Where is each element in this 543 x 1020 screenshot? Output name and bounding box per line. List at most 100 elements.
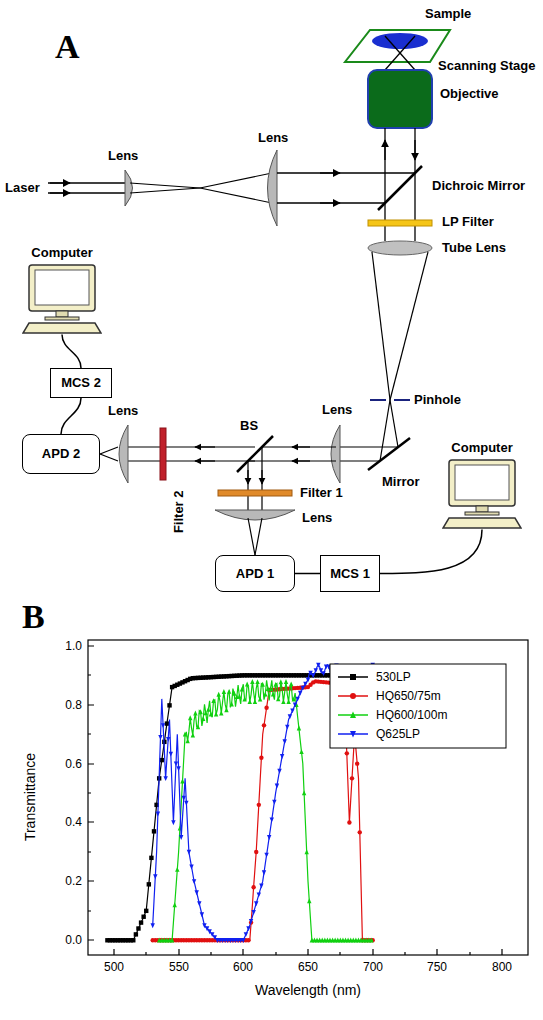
data-marker bbox=[262, 723, 266, 727]
data-marker bbox=[264, 706, 268, 710]
device-box: APD 2 bbox=[22, 434, 100, 474]
data-marker bbox=[198, 709, 202, 714]
cable bbox=[62, 335, 81, 368]
data-marker bbox=[272, 800, 276, 805]
legend-text: HQ600/100m bbox=[376, 708, 447, 722]
data-marker bbox=[350, 731, 356, 738]
data-marker bbox=[153, 874, 157, 879]
data-marker bbox=[166, 737, 170, 742]
data-marker bbox=[255, 679, 259, 684]
device-name: APD 2 bbox=[42, 446, 80, 462]
data-marker bbox=[257, 803, 261, 807]
data-marker bbox=[176, 766, 180, 771]
data-marker bbox=[163, 776, 167, 781]
data-marker bbox=[184, 801, 188, 806]
data-marker bbox=[246, 938, 250, 942]
device-name: APD 1 bbox=[236, 566, 274, 582]
data-marker bbox=[303, 682, 307, 687]
data-marker bbox=[224, 707, 228, 712]
device-name: MCS 1 bbox=[330, 566, 370, 582]
data-marker bbox=[170, 938, 174, 943]
tick-label: 550 bbox=[169, 960, 189, 974]
data-marker bbox=[171, 820, 175, 825]
data-marker bbox=[257, 892, 261, 897]
data-marker bbox=[175, 867, 179, 872]
data-marker bbox=[369, 938, 373, 943]
device-label: Computer bbox=[440, 440, 524, 456]
data-marker bbox=[196, 724, 200, 729]
data-marker bbox=[297, 726, 301, 731]
data-marker bbox=[267, 835, 271, 840]
data-marker bbox=[147, 882, 151, 886]
data-marker bbox=[192, 879, 196, 884]
data-marker bbox=[187, 850, 191, 855]
data-marker bbox=[350, 674, 356, 680]
data-marker bbox=[292, 697, 296, 702]
data-marker bbox=[345, 751, 349, 755]
tick-label: 1.0 bbox=[65, 639, 82, 653]
data-marker bbox=[299, 749, 303, 754]
data-marker bbox=[195, 890, 199, 895]
part-label: Lens bbox=[108, 148, 138, 164]
data-marker bbox=[222, 689, 226, 694]
data-marker bbox=[350, 776, 354, 780]
data-marker bbox=[189, 864, 193, 869]
part-label: Tube Lens bbox=[442, 240, 506, 256]
data-marker bbox=[358, 830, 362, 834]
part-label: Lens bbox=[302, 510, 332, 526]
part-label: Lens bbox=[258, 130, 288, 146]
data-marker bbox=[242, 697, 246, 702]
data-marker bbox=[289, 681, 293, 686]
data-marker bbox=[139, 920, 143, 924]
tick-label: 0.6 bbox=[65, 757, 82, 771]
tick-label: 0.2 bbox=[65, 874, 82, 888]
data-marker bbox=[350, 712, 356, 719]
cable bbox=[295, 573, 320, 575]
data-marker bbox=[200, 912, 204, 917]
data-marker bbox=[347, 820, 351, 824]
device-box: MCS 2 bbox=[50, 368, 112, 398]
data-marker bbox=[237, 694, 241, 699]
data-marker bbox=[156, 811, 160, 816]
data-marker bbox=[229, 701, 233, 706]
data-marker bbox=[285, 725, 289, 730]
data-marker bbox=[305, 849, 309, 854]
tick-label: 0.0 bbox=[65, 933, 82, 947]
data-marker bbox=[185, 738, 189, 743]
tick-label: 500 bbox=[104, 960, 124, 974]
data-marker bbox=[250, 679, 254, 684]
part-label: Objective bbox=[440, 86, 499, 102]
data-marker bbox=[167, 703, 171, 707]
tick-label: 0.4 bbox=[65, 815, 82, 829]
data-marker bbox=[350, 693, 356, 699]
tick-label: 800 bbox=[492, 960, 512, 974]
data-marker bbox=[306, 678, 310, 683]
data-marker bbox=[253, 699, 257, 704]
device-box: MCS 1 bbox=[320, 555, 380, 592]
data-marker bbox=[240, 687, 244, 692]
data-marker bbox=[180, 779, 184, 784]
data-marker bbox=[161, 723, 165, 728]
computer-icon: Computer bbox=[440, 440, 524, 530]
part-label: Laser bbox=[5, 180, 40, 196]
part-label: Lens bbox=[108, 403, 138, 419]
data-marker bbox=[277, 769, 281, 774]
data-marker bbox=[288, 714, 292, 719]
data-marker bbox=[165, 721, 169, 725]
data-marker bbox=[197, 901, 201, 906]
panel-letter: B bbox=[22, 598, 45, 635]
data-marker bbox=[273, 682, 277, 687]
data-marker bbox=[251, 910, 255, 915]
data-marker bbox=[246, 926, 250, 931]
data-marker bbox=[191, 733, 195, 738]
part-label: Filter 2 bbox=[170, 491, 186, 534]
device-label: Computer bbox=[20, 245, 104, 261]
data-marker bbox=[284, 679, 288, 684]
part-label: Sample bbox=[425, 6, 471, 22]
part-label: Mirror bbox=[382, 474, 420, 490]
data-marker bbox=[263, 692, 267, 697]
data-marker bbox=[136, 926, 140, 930]
axis-title: Wavelength (nm) bbox=[255, 982, 361, 998]
data-marker bbox=[149, 856, 153, 860]
